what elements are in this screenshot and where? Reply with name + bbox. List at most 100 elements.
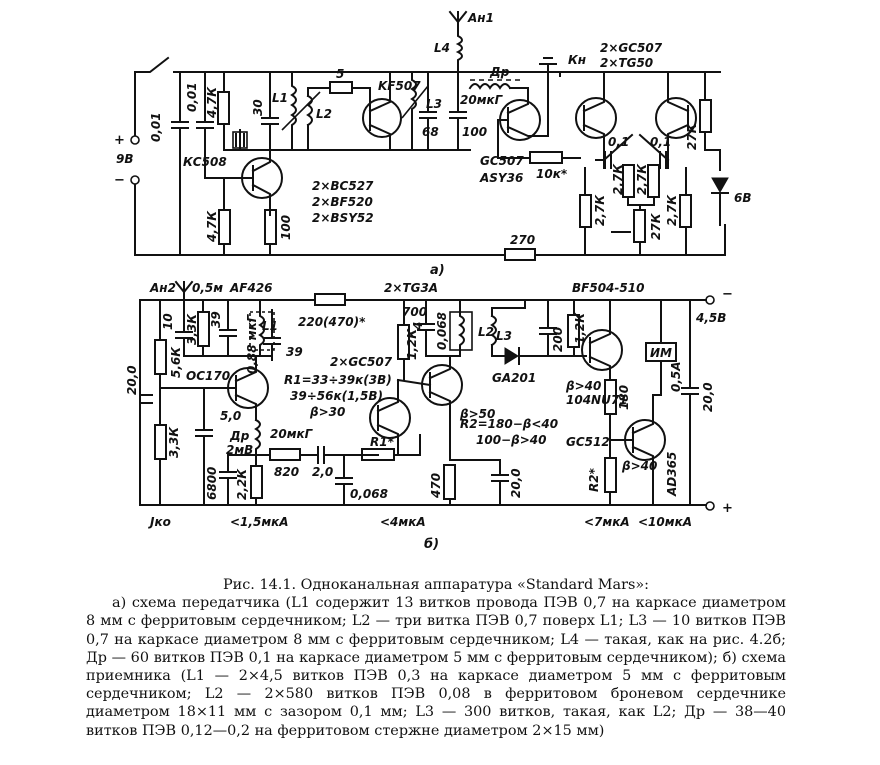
- tx-cap-001b: [196, 71, 214, 161]
- tx-antenna-l4: [448, 10, 468, 73]
- rx-c0068a-label: 0,068: [435, 312, 449, 350]
- rx-r2star-label: R2*: [587, 467, 601, 492]
- rx-res-r1-lead: [393, 434, 421, 456]
- rx-res-820: [269, 448, 301, 461]
- tx-c30-label: 30: [251, 99, 265, 116]
- rx-actuator-leads: [652, 299, 662, 396]
- rx-i4-label: <4мкА: [380, 515, 426, 529]
- rx-coil-l3-leads: [491, 299, 526, 357]
- tx-osc-transistor-leads: [244, 149, 271, 216]
- rx-bottom-rail: [139, 299, 707, 506]
- rx-c20-left-label: 20,0: [125, 365, 139, 395]
- rx-c0068b-label: 0,068: [350, 487, 388, 501]
- receiver-circuit: [139, 280, 715, 511]
- tx-r100-label: 100: [279, 215, 293, 240]
- tx-l2-label: L2: [316, 107, 332, 121]
- rx-ga201-label: GA201: [492, 371, 536, 385]
- rx-c2-label: 2,0: [312, 465, 333, 479]
- rx-r12k-b-label: 1,2К: [573, 312, 587, 344]
- rx-c10-label: 10: [161, 313, 175, 330]
- tx-mv-transistor-left: [575, 97, 617, 139]
- tx-c01b-label: 0,1: [650, 135, 671, 149]
- rx-ant-len-label: 0,5м: [192, 281, 223, 295]
- tx-kn-label: Кн: [568, 53, 586, 67]
- rx-oc170-label: OC170: [186, 369, 230, 383]
- tx-batt-voltage: 9В: [116, 152, 134, 166]
- caption-body: а) схема передатчика (L1 содержит 13 вит…: [86, 595, 786, 739]
- rx-cap-200: [539, 299, 557, 357]
- rx-r1-line2: 39÷56к(1,5В): [290, 389, 383, 403]
- rx-beta30-label: β>30: [309, 405, 345, 419]
- tx-coil-l1: [290, 71, 297, 151]
- rx-antenna-label: Ан2: [149, 281, 176, 295]
- rx-coil-l2: [449, 299, 465, 357]
- tx-cap-100: [449, 71, 467, 151]
- rx-r12k-a-label: 1,2К: [405, 328, 419, 360]
- rx-res-33k: [197, 311, 210, 347]
- tx-led-leads: [711, 192, 729, 226]
- rx-coil-l1-shield: [249, 311, 275, 351]
- tx-r27k-5-label: 27К: [649, 212, 663, 240]
- rx-gc507-transistor-b: [421, 364, 463, 406]
- tx-res-47k-top: [217, 91, 230, 125]
- rx-gc512-label: GC512: [566, 435, 610, 449]
- tx-r5-label: 5: [336, 67, 344, 81]
- tx-cap-30: [261, 71, 279, 151]
- tx-r27k-6-label: 2,7К: [665, 194, 679, 226]
- rx-r33k-b-label: 3,3К: [167, 426, 181, 458]
- rx-res-22k: [250, 465, 263, 499]
- tx-crystal-body: [232, 131, 248, 149]
- rx-i15-label: <1,5мкА: [230, 515, 289, 529]
- rx-r180-label: 180: [617, 385, 631, 410]
- rx-cap-20-right: [681, 299, 699, 506]
- rx-diode-leads: [518, 347, 549, 365]
- tx-pair-label-1: 2×GC507: [600, 41, 663, 55]
- tx-res-5: [329, 81, 353, 94]
- tx-list-1: 2×BC527: [312, 179, 374, 193]
- tx-res-10k: [529, 151, 563, 164]
- tx-key-kn: [539, 57, 557, 73]
- rx-c200-label: 200: [551, 327, 565, 352]
- rx-minus-terminal: [705, 295, 715, 305]
- tx-r47k-bot-label: 4,7К: [205, 210, 219, 243]
- rx-i7-label: <7мкА: [584, 515, 630, 529]
- rx-bf504-transistor: [581, 329, 623, 371]
- tx-list-3: 2×BSY52: [312, 211, 374, 225]
- rx-c6800-label: 6800: [205, 467, 219, 500]
- figure-caption: Рис. 14.1. Одноканальная аппаратура «Sta…: [86, 576, 786, 740]
- rx-jko-label: Jко: [148, 515, 171, 529]
- tx-c100-label: 100: [462, 125, 487, 139]
- rx-cap-0068b: [335, 454, 353, 506]
- rx-l2-label: L2: [478, 325, 494, 339]
- rx-cap-6800: [219, 454, 237, 506]
- rx-r56k-label: 5,6К: [169, 346, 183, 378]
- tx-r10k-label: 10к*: [536, 167, 568, 181]
- tx-cap-001a: [171, 71, 189, 256]
- tx-pair-label-2: 2×TG50: [600, 56, 653, 70]
- tx-c001b-label: 0,01: [185, 82, 199, 112]
- tx-antenna-label: Ан1: [467, 11, 494, 25]
- tx-kf507-transistor: [362, 98, 402, 138]
- rx-res-r2: [604, 457, 617, 493]
- tx-l4-label: L4: [434, 41, 450, 55]
- tx-c68-label: 68: [422, 125, 439, 139]
- rx-gc507-b-leads: [428, 355, 451, 461]
- rx-cap-39b: [263, 309, 281, 361]
- tx-section-label: а): [430, 263, 445, 278]
- rx-cap-10: [175, 299, 193, 356]
- rx-gc507-link: [396, 378, 432, 387]
- tx-res-47k-bot: [218, 209, 231, 245]
- tx-mv-transistor-right: [655, 97, 697, 139]
- rx-cap-20b: [449, 459, 509, 506]
- rx-oc170-transistor: [227, 367, 269, 409]
- tx-coil-tuning-arrow: [281, 91, 321, 131]
- tx-osc-base-wire: [204, 159, 246, 179]
- tx-res-270: [504, 248, 536, 261]
- receiver-labels: Ан2 0,5м AF426 2×TG3A BF504-510 − 4,5В +…: [125, 281, 733, 552]
- rx-im-label: ИМ: [650, 346, 672, 360]
- tx-l1-label: L1: [272, 91, 288, 105]
- rx-oc170-leads: [234, 355, 257, 421]
- rx-c20-right-label: 20,0: [701, 382, 715, 412]
- tx-dr-label: Др: [489, 65, 510, 79]
- tx-l3-tune: [401, 85, 429, 119]
